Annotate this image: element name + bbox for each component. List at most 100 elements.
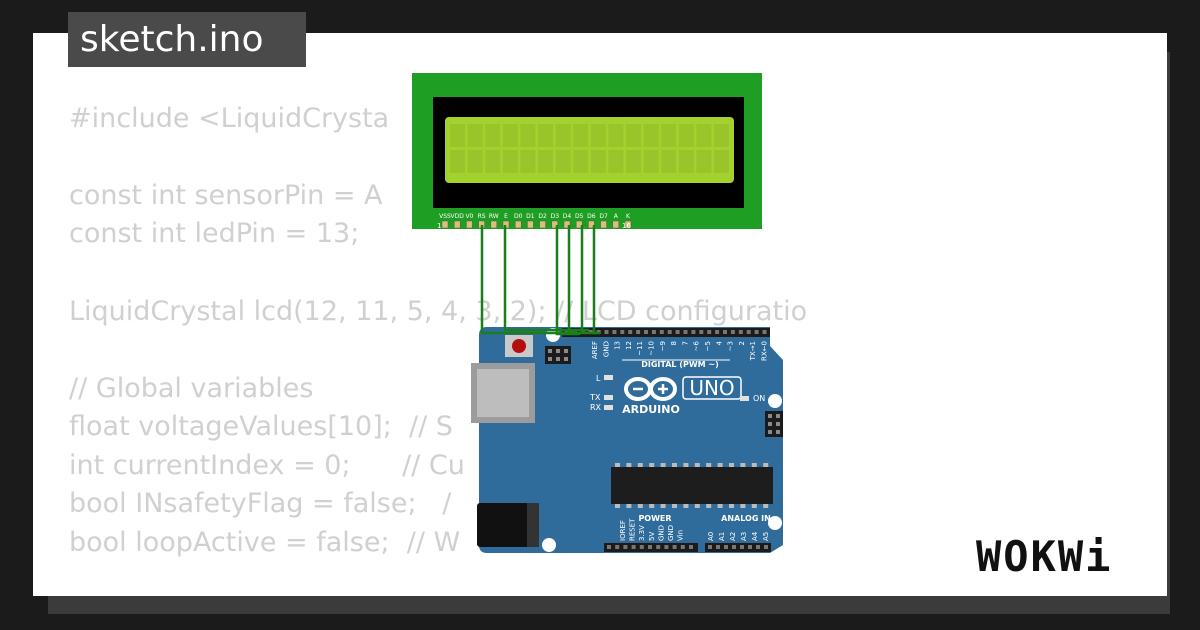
lcd-pin[interactable] <box>575 220 583 229</box>
lcd-char-cell <box>643 150 659 173</box>
digital-pin-label: ~10 <box>648 341 656 356</box>
digital-pin-label: 7 <box>681 341 689 345</box>
lcd-pin-label: VDD <box>451 213 465 220</box>
wire-rs <box>480 225 596 335</box>
lcd-pin[interactable] <box>600 220 607 229</box>
digital-pin-label: ~9 <box>659 341 667 351</box>
lcd-char-cell <box>626 150 641 173</box>
mounting-hole <box>768 516 782 530</box>
lcd-char-cell <box>520 124 536 147</box>
code-line: #include <LiquidCrysta <box>69 103 390 134</box>
microcontroller-chip <box>611 467 773 504</box>
lcd-char-cell <box>696 124 712 147</box>
lcd-pin[interactable] <box>466 220 473 229</box>
lcd-pin[interactable] <box>514 220 522 229</box>
lcd-char-cell <box>450 124 465 147</box>
power-pin-label: 5V <box>648 532 656 541</box>
wire-d5 <box>567 225 577 333</box>
lcd-pin-label: D6 <box>587 213 596 220</box>
lcd-pin-label: VSS <box>439 213 451 220</box>
uno-badge <box>682 376 742 400</box>
lcd-char-cell <box>485 124 501 147</box>
led-l-label: L <box>596 374 601 383</box>
lcd-char-cell <box>450 150 465 173</box>
lcd-char-cell <box>678 150 694 173</box>
digital-pin-label: 12 <box>625 341 633 350</box>
lcd-pin-first: 1 <box>437 222 441 230</box>
on-label: ON <box>753 394 765 403</box>
lcd-pin[interactable] <box>624 220 632 229</box>
power-pin-label: GND <box>657 525 665 541</box>
lcd-char-cell <box>502 124 518 147</box>
model-label: UNO <box>689 376 734 400</box>
lcd-char-cell <box>520 150 536 173</box>
analog-pin-label: A2 <box>729 532 737 541</box>
file-tab-label: sketch.ino <box>80 19 264 60</box>
lcd-pin-label: E <box>504 213 508 220</box>
wire-d4 <box>555 225 580 336</box>
digital-label: DIGITAL (PWM ~) <box>641 360 719 369</box>
power-jack-edge <box>527 503 539 547</box>
lcd-char-cell <box>608 124 624 147</box>
bottom-header-holes <box>607 545 768 549</box>
lcd-cells <box>450 124 729 173</box>
lcd-char-cell <box>608 150 624 173</box>
digital-pin-label: 8 <box>670 341 678 345</box>
digital-pin-label: ~11 <box>636 341 644 356</box>
led-rx <box>604 405 613 410</box>
digital-pin-label: GND <box>602 341 610 357</box>
digital-pin-label: ~6 <box>693 340 701 351</box>
lcd-char-cell <box>485 150 501 173</box>
arduino-logo-icon <box>624 377 677 401</box>
lcd-pin[interactable] <box>563 220 571 229</box>
digital-pin-label: ~5 <box>704 341 712 351</box>
lcd-char-cell <box>714 124 729 147</box>
code-line: LiquidCrystal lcd(12, 11, 5, 4, 3, 2); /… <box>69 296 808 327</box>
lcd-pin-label: D4 <box>563 213 572 220</box>
lcd-char-cell <box>555 124 571 147</box>
analog-pin-label: A1 <box>718 532 726 541</box>
lcd-pin[interactable] <box>490 220 498 229</box>
power-jack <box>477 503 535 547</box>
led-tx-label: TX <box>589 393 601 402</box>
lcd-char-cell <box>502 150 518 173</box>
power-pin-label: 3.3V <box>638 525 646 541</box>
lcd-char-cell <box>467 124 483 147</box>
lcd-char-cell <box>714 150 729 173</box>
power-label: POWER <box>638 514 671 523</box>
lcd-pin[interactable] <box>441 220 449 229</box>
lcd-char-cell <box>696 150 712 173</box>
lcd-pin-label: D5 <box>575 213 584 220</box>
lcd-pin[interactable] <box>551 220 559 229</box>
lcd-pin[interactable] <box>453 220 461 229</box>
digital-pin-label: RX←0 <box>761 341 769 361</box>
wire-e <box>503 225 589 332</box>
lcd-pin-label: D3 <box>551 213 560 220</box>
lcd-pin[interactable] <box>527 220 534 229</box>
lcd-pin[interactable] <box>588 220 595 229</box>
icsp-header <box>545 346 571 364</box>
digital-pin-label: 2 <box>738 341 746 345</box>
analog-header <box>705 543 771 552</box>
digital-pin-label: AREF <box>591 341 599 359</box>
lcd-pin[interactable] <box>612 220 620 229</box>
lcd-pin-label: D2 <box>538 213 547 220</box>
lcd-char-cell <box>538 150 553 173</box>
analog-pin-label: A5 <box>762 532 770 541</box>
lcd-pin[interactable] <box>539 220 546 229</box>
usb-port-inner <box>477 369 529 417</box>
lcd-pin-label: A <box>614 213 619 220</box>
lcd-pin-label: RW <box>489 213 499 220</box>
reset-button[interactable] <box>512 339 526 353</box>
analog-pin-label: A3 <box>740 532 748 541</box>
lcd-char-cell <box>467 150 483 173</box>
file-tab[interactable]: sketch.ino <box>68 12 306 67</box>
led-rx-label: RX <box>590 403 602 412</box>
lcd-char-cell <box>678 124 694 147</box>
wire-d7 <box>592 225 600 335</box>
code-line: bool INsafetyFlag = false; / <box>69 488 452 519</box>
